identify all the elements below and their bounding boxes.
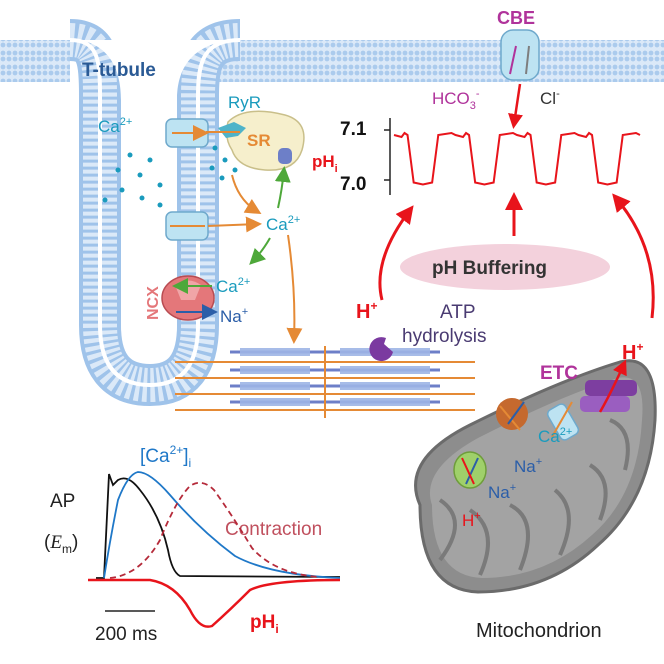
bottom-left-traces: AP (Em) [Ca2+]i Contraction 200 ms pHi bbox=[44, 443, 341, 645]
atp-pacman-icon bbox=[369, 337, 393, 362]
em-label: (Em) bbox=[44, 532, 78, 556]
ryr-channel bbox=[206, 122, 246, 138]
contraction-label: Contraction bbox=[225, 519, 322, 540]
t-tubule-membrane bbox=[0, 19, 664, 407]
l-type-channel-bottom bbox=[165, 211, 209, 241]
mito-h-label: H+ bbox=[462, 510, 481, 530]
ncx-exchanger bbox=[161, 275, 218, 321]
serca-uptake-arrow bbox=[274, 166, 291, 209]
etc-label: ETC bbox=[540, 363, 578, 384]
mito-ca-label: Ca2+ bbox=[538, 426, 572, 446]
phi-bottom-trace bbox=[88, 578, 341, 628]
ca-to-myofilament-arrow bbox=[286, 234, 303, 344]
ytick-top: 7.1 bbox=[340, 119, 367, 140]
cai-label: [Ca2+]i bbox=[140, 443, 191, 470]
mitochondrion-label: Mitochondrion bbox=[476, 620, 602, 642]
hco3-label: HCO3- bbox=[432, 88, 480, 112]
cbe-arrow bbox=[508, 83, 523, 129]
calcium-transient-trace bbox=[103, 471, 341, 579]
l-type-channel-top bbox=[165, 118, 209, 148]
sr-label: SR bbox=[247, 131, 271, 150]
sarcoplasmic-reticulum bbox=[225, 110, 305, 171]
mcu-channel bbox=[546, 401, 580, 441]
ca-label-left: Ca2+ bbox=[98, 116, 132, 136]
nhe-exchanger bbox=[453, 451, 487, 489]
contraction-trace bbox=[109, 481, 321, 579]
etc-h-arrow bbox=[598, 359, 627, 413]
phi-trace-line bbox=[393, 131, 641, 186]
h-label-left: H+ bbox=[356, 299, 377, 323]
ncx-label: NCX bbox=[145, 286, 162, 320]
t-tubule-label: T-tubule bbox=[82, 60, 156, 81]
ph-buffering-bubble bbox=[400, 244, 610, 290]
mitochondrion bbox=[414, 359, 657, 594]
ytick-bottom: 7.0 bbox=[340, 174, 366, 195]
cl-label: Cl- bbox=[540, 88, 560, 108]
nclx-exchanger bbox=[496, 398, 528, 431]
mito-na-label-1: Na+ bbox=[514, 456, 542, 476]
atp-label: ATP bbox=[440, 302, 476, 323]
calcium-ions bbox=[102, 145, 238, 208]
ap-trace bbox=[96, 473, 341, 579]
phi-top-chart: 7.1 7.0 pHi bbox=[312, 118, 641, 195]
phi-top-label: pHi bbox=[312, 152, 338, 175]
ncx-ca-label: Ca2+ bbox=[216, 276, 250, 296]
myofilaments bbox=[175, 346, 475, 418]
h-etc-label: H+ bbox=[622, 340, 643, 364]
h-arrow-left bbox=[378, 205, 414, 301]
ryr-label: RyR bbox=[228, 93, 261, 112]
h-arrow-right bbox=[612, 193, 655, 319]
cbe-transporter bbox=[500, 29, 540, 81]
ph-buffering-label: pH Buffering bbox=[432, 258, 547, 279]
phi-bottom-label: pHi bbox=[250, 612, 279, 636]
sr-release-arrow bbox=[231, 174, 262, 215]
hydrolysis-label: hydrolysis bbox=[402, 326, 486, 347]
ca-label-middle: Ca2+ bbox=[266, 214, 300, 234]
mito-na-label-2: Na+ bbox=[488, 482, 516, 502]
ncx-na-label: Na+ bbox=[220, 306, 248, 326]
channel-influx-arrow bbox=[207, 216, 262, 233]
ap-label: AP bbox=[50, 491, 75, 512]
scale-bar-label: 200 ms bbox=[95, 624, 157, 645]
ca-to-ncx-arrow bbox=[249, 237, 271, 265]
cbe-label: CBE bbox=[497, 8, 535, 28]
